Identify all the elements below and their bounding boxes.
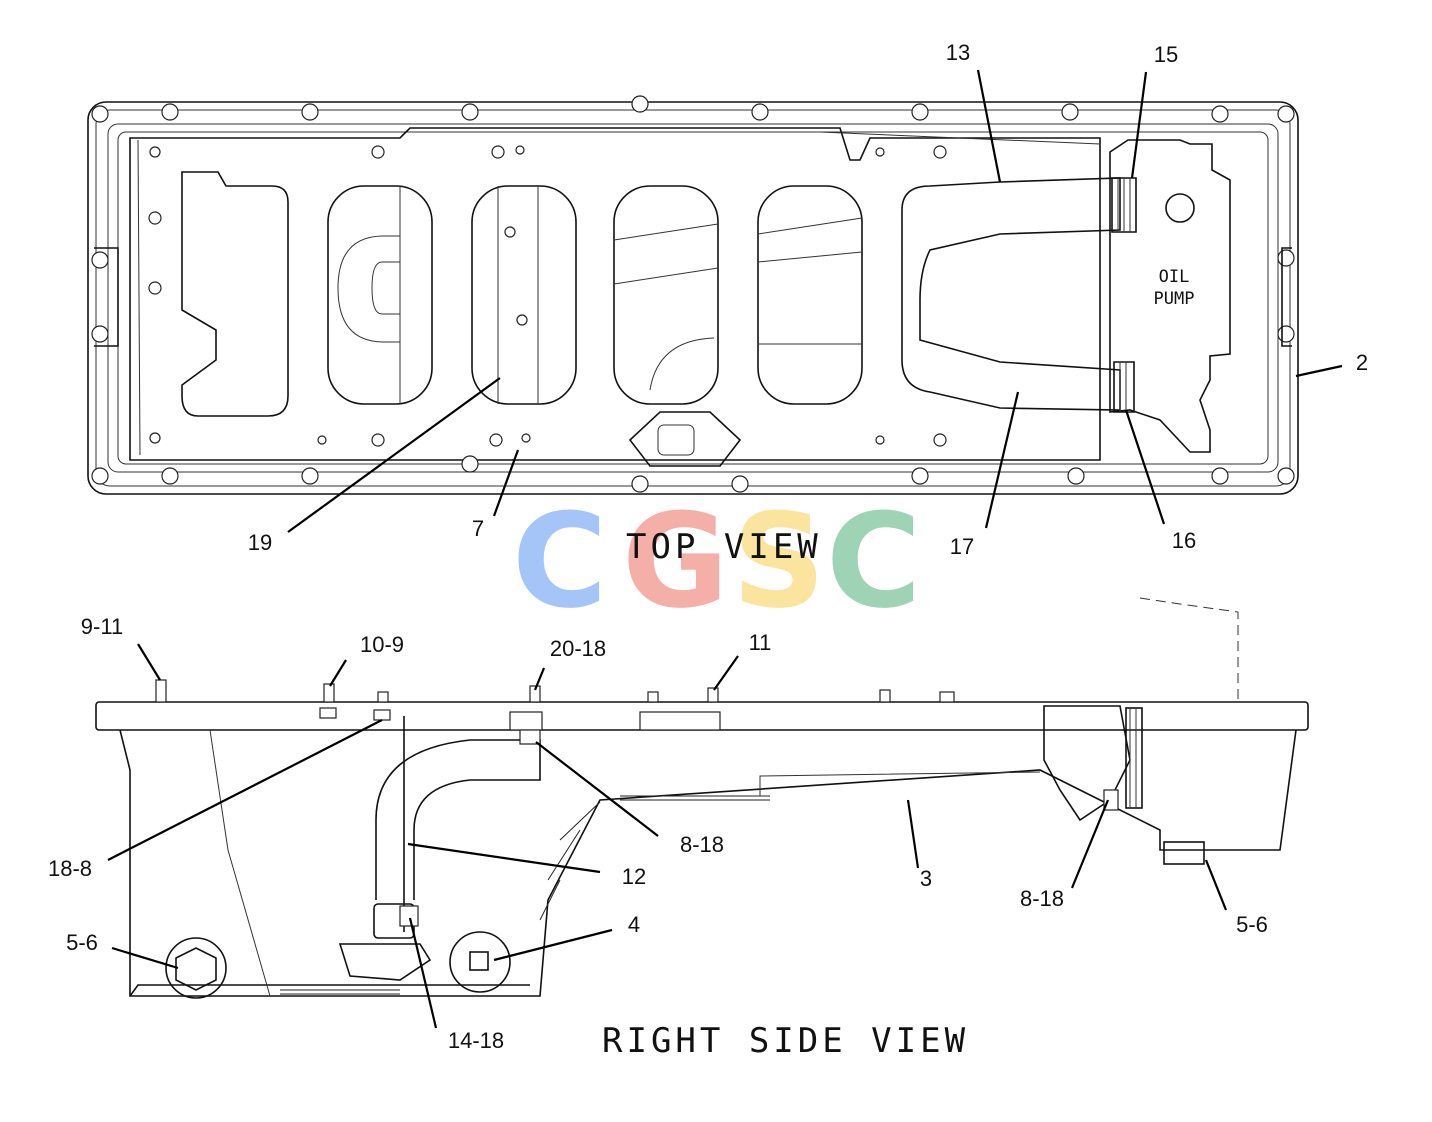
callout-11: 11 [749, 630, 772, 655]
callout-7: 7 [472, 516, 484, 541]
watermark-letter-g: G [622, 485, 729, 637]
callout-4: 4 [628, 912, 640, 937]
callout-16: 16 [1172, 528, 1196, 553]
callout-20-18: 20-18 [550, 636, 606, 661]
side-view-drawing [95, 597, 1309, 999]
callout-13: 13 [946, 40, 970, 65]
callout-2: 2 [1356, 350, 1368, 375]
callout-17: 17 [950, 534, 974, 559]
cgsc-watermark: C G S C [512, 485, 921, 637]
callout-8-18-left: 8-18 [680, 832, 724, 857]
callout-19: 19 [248, 530, 272, 555]
top-view-title: TOP VIEW [626, 527, 822, 567]
callout-12: 12 [622, 864, 646, 889]
callout-3: 3 [920, 866, 932, 891]
watermark-letter-c1: C [512, 485, 607, 637]
callout-14-18: 14-18 [448, 1028, 504, 1053]
side-view-title: RIGHT SIDE VIEW [602, 1021, 969, 1061]
watermark-letter-s: S [732, 485, 826, 637]
callout-5-6-right: 5-6 [1236, 912, 1268, 937]
callout-10-9: 10-9 [360, 632, 404, 657]
leader-lines [107, 69, 1343, 1029]
oil-pump-label-line2: PUMP [1154, 289, 1195, 309]
callout-8-18-right: 8-18 [1020, 886, 1064, 911]
oil-pump-label-line1: OIL [1159, 267, 1190, 287]
callout-15: 15 [1154, 42, 1178, 67]
watermark-letter-c2: C [826, 485, 921, 637]
top-view-drawing [87, 95, 1299, 495]
callout-5-6-left: 5-6 [66, 930, 98, 955]
inner-bolts [148, 145, 947, 447]
flange-studs [155, 679, 1119, 927]
callout-9-11: 9-11 [81, 614, 123, 639]
flange-bolt-holes [91, 95, 1295, 493]
callout-18-8: 18-8 [48, 856, 92, 881]
